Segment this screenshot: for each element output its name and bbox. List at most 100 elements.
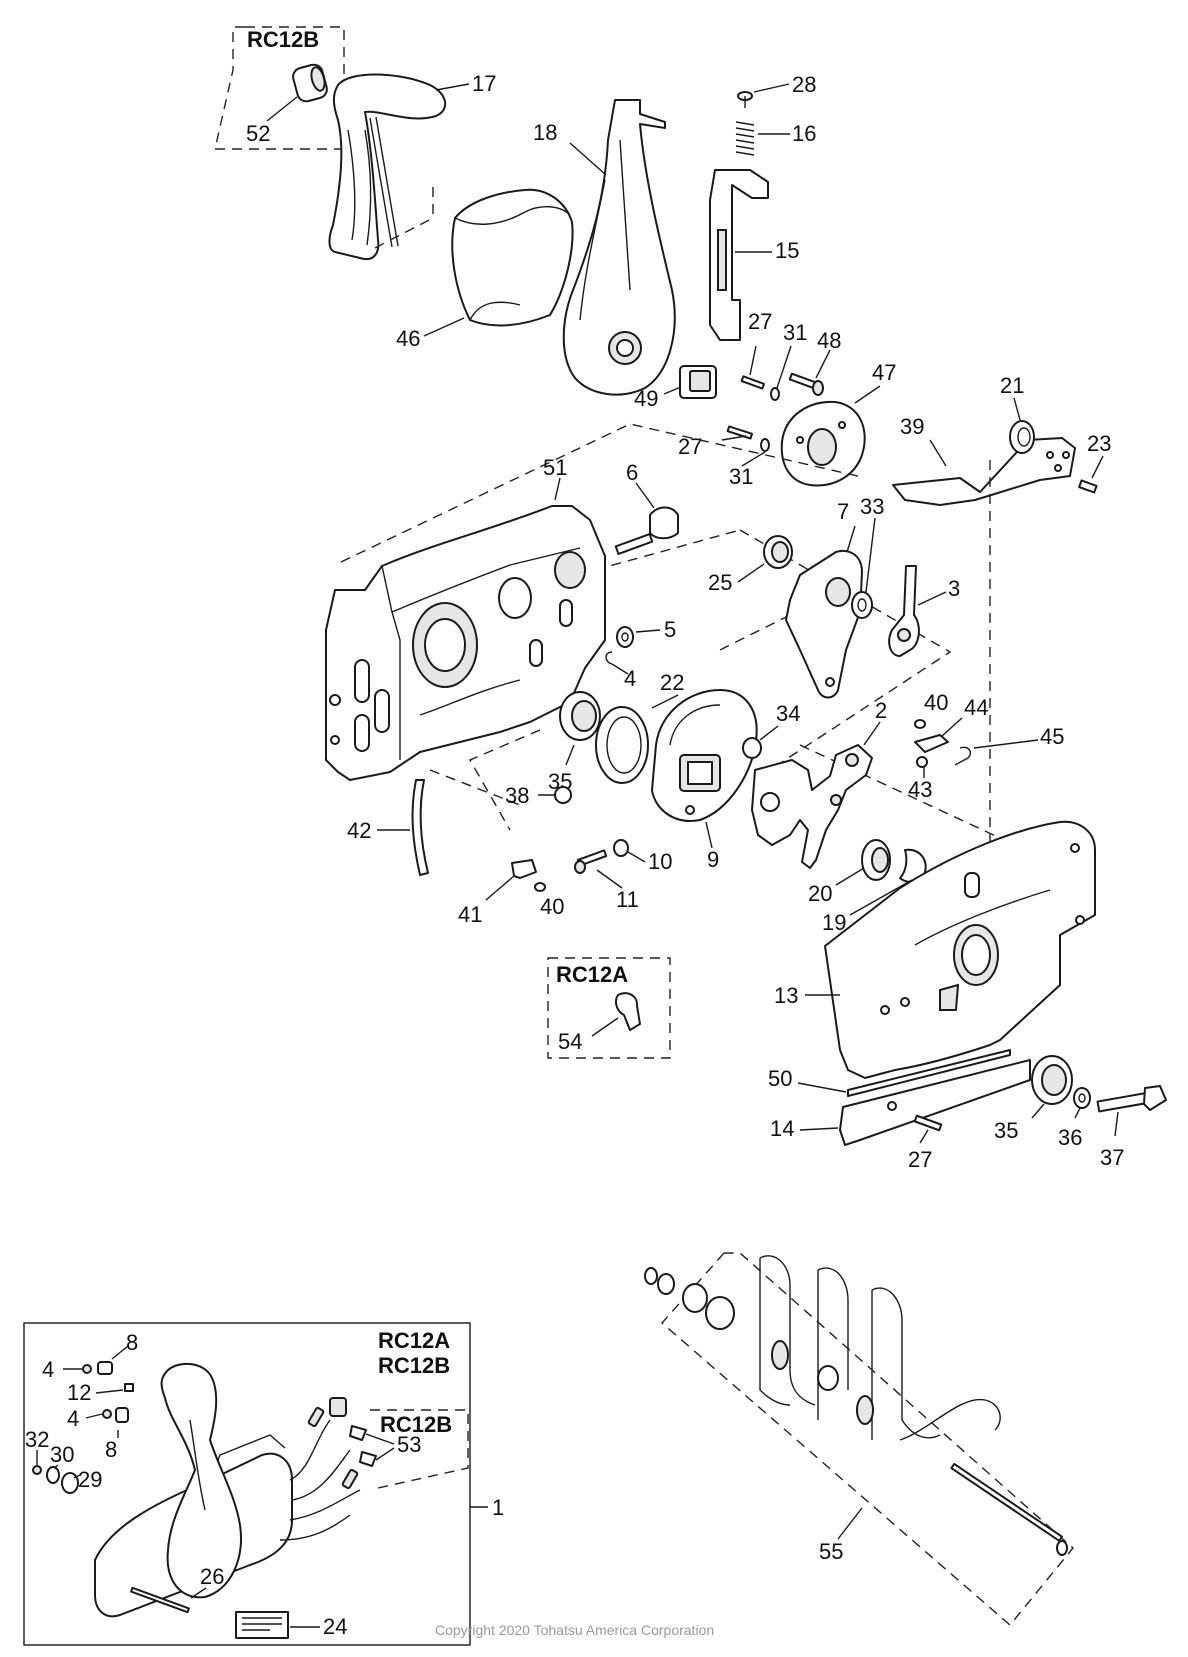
label-2: 2 — [875, 698, 887, 723]
label-31-mid: 31 — [729, 464, 753, 489]
label-33: 33 — [860, 494, 884, 519]
label-30: 30 — [50, 1442, 74, 1467]
part-44-bracket — [914, 734, 949, 753]
part-35-bushing-left — [559, 691, 601, 741]
label-49: 49 — [634, 386, 658, 411]
label-19: 19 — [822, 910, 846, 935]
part-35-bushing-right — [1031, 1055, 1073, 1105]
label-28: 28 — [792, 72, 816, 97]
label-44: 44 — [964, 695, 988, 720]
part-39-throttle-lever — [892, 437, 1076, 506]
label-18: 18 — [533, 120, 557, 145]
part-40-screw-lower — [534, 882, 546, 892]
assembly-inset: RC12A RC12B RC12B — [23, 1322, 471, 1646]
part-2-link — [751, 744, 873, 869]
inset-rc12b-option-label: RC12B — [380, 1412, 452, 1437]
part-46-cover — [451, 188, 574, 327]
part-22-ring — [595, 706, 649, 784]
rc12b-option-box: RC12B — [214, 26, 345, 150]
label-22: 22 — [660, 670, 684, 695]
label-14: 14 — [770, 1116, 794, 1141]
part-48-screw — [788, 372, 824, 396]
label-38: 38 — [505, 783, 529, 808]
label-26: 26 — [200, 1564, 224, 1589]
label-11: 11 — [616, 887, 639, 912]
part-11-bolt — [574, 849, 608, 874]
label-39: 39 — [900, 414, 924, 439]
label-7: 7 — [837, 499, 849, 524]
rc12a-option-box: RC12A — [547, 957, 671, 1059]
part-52-cap — [292, 63, 328, 103]
label-23: 23 — [1087, 431, 1111, 456]
part-41-clip — [511, 859, 537, 879]
part-15-lock-arm — [709, 169, 769, 341]
label-51: 51 — [543, 455, 567, 480]
label-27-upper: 27 — [748, 309, 772, 334]
part-10-nut — [613, 839, 629, 857]
inset-rc12b-label: RC12B — [378, 1353, 450, 1378]
label-53: 53 — [397, 1432, 421, 1457]
part-49-block — [679, 365, 717, 399]
label-24: 24 — [323, 1614, 347, 1639]
label-10: 10 — [648, 849, 672, 874]
label-27-lower: 27 — [908, 1147, 932, 1172]
part-27-screw-lower — [913, 1114, 943, 1132]
label-4: 4 — [624, 666, 636, 691]
part-55-mounting-kit — [644, 1252, 1074, 1627]
label-16: 16 — [792, 121, 816, 146]
rc12a-label: RC12A — [556, 962, 628, 987]
label-9: 9 — [707, 847, 719, 872]
inset-rc12a-label: RC12A — [378, 1328, 450, 1353]
part-38-ball — [554, 786, 572, 804]
part-5-washer — [616, 626, 634, 648]
label-54: 54 — [558, 1029, 582, 1054]
label-12: 12 — [67, 1380, 91, 1405]
label-6: 6 — [626, 460, 638, 485]
part-54-clip — [614, 992, 641, 1031]
label-55: 55 — [819, 1539, 843, 1564]
part-33-washer — [851, 591, 873, 619]
part-4-clip — [605, 651, 613, 665]
part-17-handle — [328, 73, 446, 260]
part-6-bolt — [614, 506, 679, 555]
part-3-arm — [888, 565, 920, 657]
rc12b-label: RC12B — [247, 27, 319, 52]
part-51-housing — [325, 505, 606, 781]
label-32: 32 — [25, 1427, 49, 1452]
label-40-upper: 40 — [924, 690, 948, 715]
label-21: 21 — [1000, 373, 1024, 398]
label-43: 43 — [908, 777, 932, 802]
part-14-plate — [839, 1059, 1031, 1146]
label-15: 15 — [775, 238, 799, 263]
part-43-nut — [916, 756, 928, 768]
part-34-pin — [742, 737, 762, 759]
label-17: 17 — [472, 71, 496, 96]
label-20: 20 — [808, 881, 832, 906]
label-40-lower: 40 — [540, 894, 564, 919]
label-41: 41 — [458, 902, 482, 927]
label-1: 1 — [492, 1495, 504, 1520]
label-36: 36 — [1058, 1125, 1082, 1150]
label-42: 42 — [347, 818, 371, 843]
label-46: 46 — [396, 326, 420, 351]
part-37-bolt — [1096, 1085, 1167, 1113]
label-45: 45 — [1040, 724, 1064, 749]
part-31-washer-upper — [770, 387, 780, 401]
part-25-bushing — [763, 535, 793, 569]
part-27-screw-mid — [726, 425, 754, 440]
label-35-right: 35 — [994, 1118, 1018, 1143]
part-20-roller — [861, 839, 891, 881]
label-25: 25 — [708, 570, 732, 595]
label-34: 34 — [776, 701, 800, 726]
part-23-screw — [1078, 479, 1098, 494]
part-27-screw-upper — [740, 375, 766, 390]
part-47-cam — [780, 400, 866, 487]
label-13: 13 — [774, 983, 798, 1008]
label-50: 50 — [768, 1066, 792, 1091]
label-31-upper: 31 — [783, 320, 807, 345]
part-40-screw-upper — [914, 719, 926, 729]
part-9-gear-plate — [651, 689, 758, 822]
label-8-lower: 8 — [105, 1437, 117, 1462]
part-18-arm — [562, 99, 676, 396]
